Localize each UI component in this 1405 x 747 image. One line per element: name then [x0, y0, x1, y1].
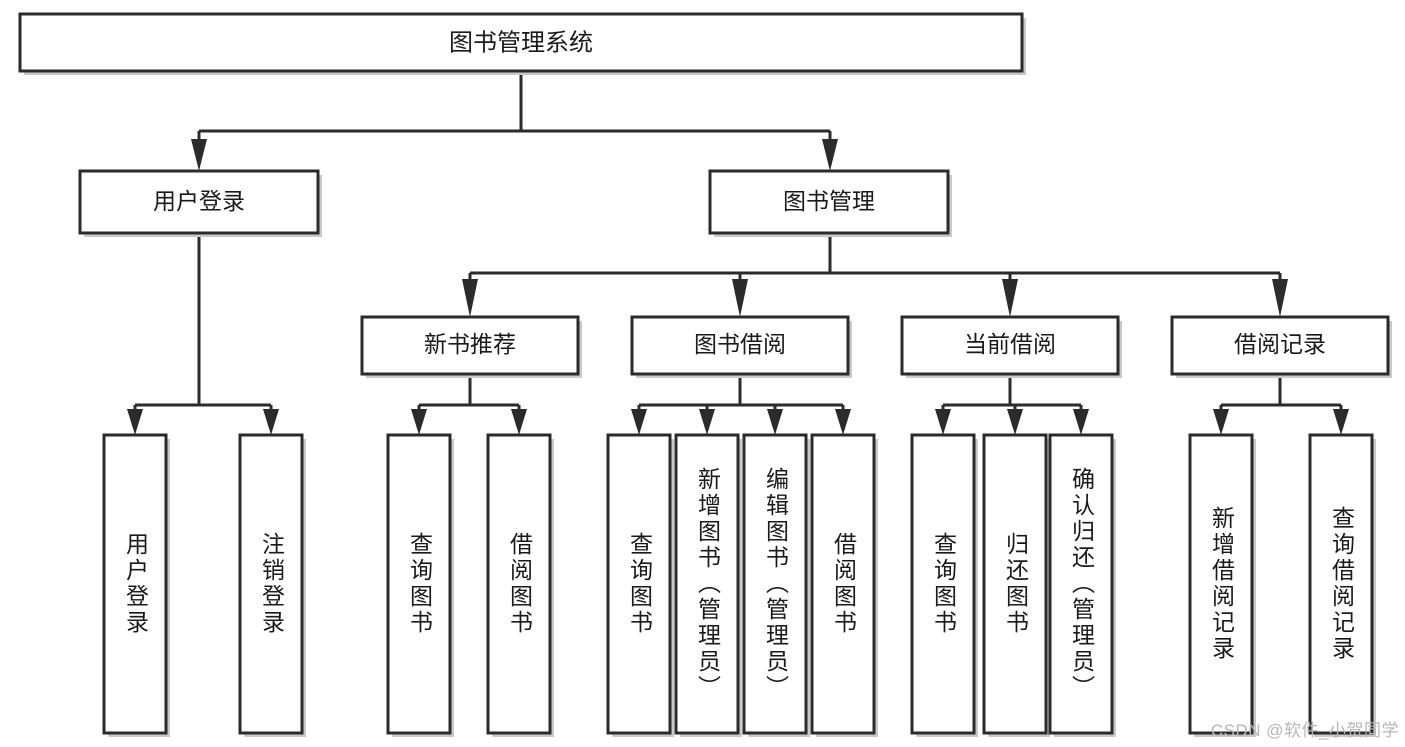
edges-borrowrecord-to-leaves [1213, 374, 1349, 435]
node-boxes: 图书管理系统 用户登录 图书管理 新书推荐 [18, 12, 1392, 378]
leaf-add-book-admin-box[interactable] [674, 433, 740, 735]
leaf-borrow-book-1-box[interactable] [486, 433, 552, 735]
arrow-leaf-confirm-return [1073, 409, 1089, 435]
leaf-logout-login-box[interactable] [238, 433, 304, 735]
node-new-book-rec-box[interactable] [360, 315, 580, 376]
leaf-query-book-3[interactable] [910, 433, 978, 737]
node-current-borrow[interactable]: 当前借阅 [900, 315, 1122, 378]
leaf-confirm-return[interactable] [1048, 433, 1116, 737]
leaf-logout-login[interactable] [238, 433, 306, 737]
arrow-leaf-edit-book-admin [767, 409, 783, 435]
leaf-add-record[interactable] [1188, 433, 1256, 737]
edges-bookmanage-to-level3 [462, 233, 1288, 317]
node-user-login-label: 用户登录 [153, 188, 245, 214]
node-book-manage-box[interactable] [708, 169, 950, 235]
edges-root-to-level2 [191, 71, 838, 171]
arrow-leaf-borrow-book-1 [511, 409, 527, 435]
arrow-to-user-login [191, 139, 207, 171]
edges-bookborrow-to-leaves [631, 374, 851, 435]
node-borrow-record[interactable]: 借阅记录 [1170, 315, 1392, 378]
arrow-leaf-query-record [1333, 409, 1349, 435]
arrow-leaf-add-record [1213, 409, 1229, 435]
node-root-box[interactable] [18, 12, 1024, 73]
arrow-to-book-manage [822, 139, 838, 171]
arrow-leaf-logout-login [263, 409, 279, 435]
edges-currentborrow-to-leaves [935, 374, 1089, 435]
arrow-leaf-query-book-3 [935, 409, 951, 435]
leaf-query-book-2[interactable] [606, 433, 674, 737]
leaf-edit-book-admin[interactable] [742, 433, 810, 737]
leaf-return-book-box[interactable] [982, 433, 1048, 735]
node-root[interactable]: 图书管理系统 [18, 12, 1026, 75]
leaf-boxes [102, 433, 1376, 737]
leaf-borrow-book-2-box[interactable] [810, 433, 876, 735]
leaf-confirm-return-box[interactable] [1048, 433, 1114, 735]
arrow-leaf-return-book [1007, 409, 1023, 435]
leaf-add-book-admin[interactable] [674, 433, 742, 737]
leaf-query-record[interactable] [1308, 433, 1376, 737]
edges-userlogin-to-leaves [127, 233, 279, 435]
leaf-query-book-1-box[interactable] [386, 433, 452, 735]
node-borrow-record-label: 借阅记录 [1234, 331, 1326, 357]
arrow-leaf-query-book-2 [631, 409, 647, 435]
leaf-user-login[interactable] [102, 433, 170, 737]
arrow-to-newbook [462, 279, 478, 317]
node-book-borrow-box[interactable] [630, 315, 850, 376]
arrow-leaf-borrow-book-2 [835, 409, 851, 435]
leaf-return-book[interactable] [982, 433, 1050, 737]
arrow-leaf-user-login [127, 409, 143, 435]
arrow-leaf-query-book-1 [411, 409, 427, 435]
arrow-to-borrowrecord [1272, 279, 1288, 317]
leaf-borrow-book-1[interactable] [486, 433, 554, 737]
node-current-borrow-label: 当前借阅 [964, 331, 1056, 357]
leaf-edit-book-admin-box[interactable] [742, 433, 808, 735]
node-book-manage-label: 图书管理 [783, 188, 875, 214]
leaf-query-record-box[interactable] [1308, 433, 1374, 735]
node-book-borrow-label: 图书借阅 [694, 331, 786, 357]
leaf-query-book-2-box[interactable] [606, 433, 672, 735]
arrow-to-currentborrow [1002, 279, 1018, 317]
arrow-leaf-add-book-admin [699, 409, 715, 435]
node-borrow-record-box[interactable] [1170, 315, 1390, 376]
leaf-add-record-box[interactable] [1188, 433, 1254, 735]
leaf-query-book-1[interactable] [386, 433, 454, 737]
node-user-login[interactable]: 用户登录 [78, 169, 322, 237]
node-current-borrow-box[interactable] [900, 315, 1120, 376]
node-user-login-box[interactable] [78, 169, 320, 235]
node-new-book-rec-label: 新书推荐 [424, 331, 516, 357]
edges-newbook-to-leaves [411, 374, 527, 435]
leaf-query-book-3-box[interactable] [910, 433, 976, 735]
leaf-user-login-box[interactable] [102, 433, 168, 735]
node-root-label: 图书管理系统 [449, 29, 593, 56]
arrow-to-bookborrow [732, 279, 748, 317]
node-book-borrow[interactable]: 图书借阅 [630, 315, 852, 378]
leaf-borrow-book-2[interactable] [810, 433, 878, 737]
node-book-manage[interactable]: 图书管理 [708, 169, 952, 237]
node-new-book-rec[interactable]: 新书推荐 [360, 315, 582, 378]
